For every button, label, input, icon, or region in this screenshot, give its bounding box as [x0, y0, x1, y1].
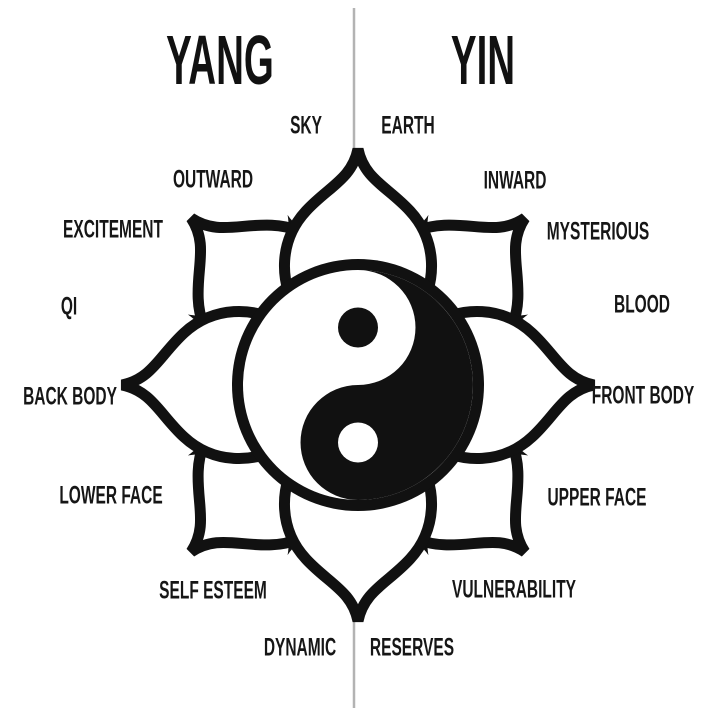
yin-yang-black-dot	[338, 307, 378, 348]
label-earth: EARTH	[381, 111, 435, 140]
label-inward: INWARD	[483, 166, 547, 195]
label-upper-face: UPPER FACE	[547, 483, 647, 512]
label-sky: SKY	[290, 111, 322, 140]
label-lower-face: LOWER FACE	[59, 481, 163, 510]
lotus-flower	[122, 149, 594, 621]
label-qi: QI	[60, 292, 78, 321]
header-yang: YANG	[166, 21, 274, 99]
label-mysterious: MYSTERIOUS	[546, 217, 650, 246]
yin-yang-white-dot	[338, 422, 378, 463]
label-self-esteem: SELF ESTEEM	[159, 576, 267, 605]
label-excitement: EXCITEMENT	[63, 215, 163, 244]
yin-yang-icon	[232, 259, 484, 511]
label-dynamic: DYNAMIC	[263, 633, 337, 662]
label-outward: OUTWARD	[172, 165, 254, 194]
label-blood: BLOOD	[614, 290, 670, 319]
label-vulnerability: VULNERABILITY	[452, 575, 576, 604]
label-back-body: BACK BODY	[23, 382, 117, 411]
label-reserves: RESERVES	[369, 633, 455, 662]
label-front-body: FRONT BODY	[591, 381, 695, 410]
header-yin: YIN	[450, 21, 516, 99]
